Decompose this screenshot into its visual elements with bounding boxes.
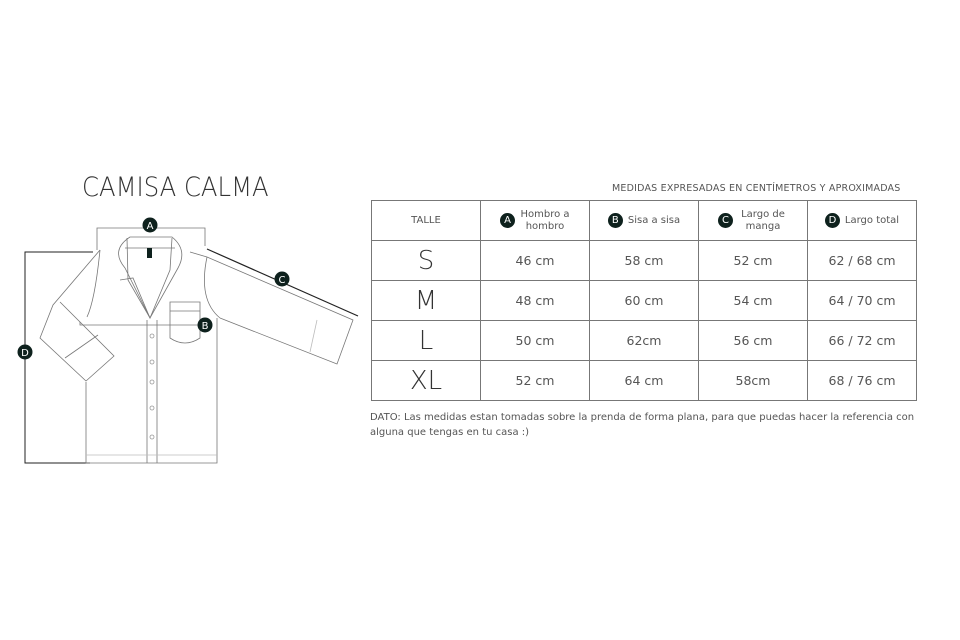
measurement-note: MEDIDAS EXPRESADAS EN CENTÍMETROS Y APRO… xyxy=(612,183,901,194)
table-header-row: TALLE A Hombro a hombro B Sisa a sisa C Lar… xyxy=(371,200,917,241)
value-cell: 54 cm xyxy=(698,280,808,321)
label-d-badge: D xyxy=(17,344,33,360)
product-title: CAMISA CALMA xyxy=(82,172,269,203)
value-cell: 46 cm xyxy=(480,240,590,281)
size-cell: M xyxy=(371,280,481,321)
header-a: A Hombro a hombro xyxy=(480,200,590,241)
badge-b: B xyxy=(607,213,623,228)
label-a-badge: A xyxy=(142,217,158,233)
badge-a: A xyxy=(500,213,515,228)
shirt-diagram: A B C D xyxy=(17,217,359,464)
label-c-badge: C xyxy=(274,271,290,287)
measurement-tip: DATO: Las medidas estan tomadas sobre la… xyxy=(370,412,915,438)
size-cell: L xyxy=(371,320,481,361)
size-table: TALLE A Hombro a hombro B Sisa a sisa C Lar… xyxy=(371,200,917,401)
size-cell: S xyxy=(371,240,481,281)
svg-text:A: A xyxy=(147,221,154,232)
header-label: Largo de manga xyxy=(741,208,785,232)
value-cell: 68 / 76 cm xyxy=(807,360,917,401)
header-label: Sisa a sisa xyxy=(627,214,681,226)
value-cell: 58cm xyxy=(698,360,808,401)
header-c: C Largo de manga xyxy=(698,200,808,241)
value-cell: 64 / 70 cm xyxy=(807,280,917,321)
size-cell: XL xyxy=(371,360,481,401)
svg-text:C: C xyxy=(279,275,286,286)
value-cell: 52 cm xyxy=(480,360,590,401)
value-cell: 50 cm xyxy=(480,320,590,361)
badge-d: D xyxy=(824,213,840,228)
header-label: Hombro a hombro xyxy=(520,208,570,232)
value-cell: 64 cm xyxy=(589,360,699,401)
value-cell: 66 / 72 cm xyxy=(807,320,917,361)
value-cell: 52 cm xyxy=(698,240,808,281)
header-d: D Largo total xyxy=(807,200,917,241)
badge-c: C xyxy=(718,213,733,228)
value-cell: 56 cm xyxy=(698,320,808,361)
svg-text:B: B xyxy=(202,321,209,332)
label-b-badge: B xyxy=(197,317,213,333)
value-cell: 48 cm xyxy=(480,280,590,321)
value-cell: 60 cm xyxy=(589,280,699,321)
header-b: B Sisa a sisa xyxy=(589,200,699,241)
header-label: Largo total xyxy=(844,214,900,226)
header-talle: TALLE xyxy=(371,200,481,241)
value-cell: 58 cm xyxy=(589,240,699,281)
svg-text:D: D xyxy=(21,348,29,359)
value-cell: 62cm xyxy=(589,320,699,361)
value-cell: 62 / 68 cm xyxy=(807,240,917,281)
